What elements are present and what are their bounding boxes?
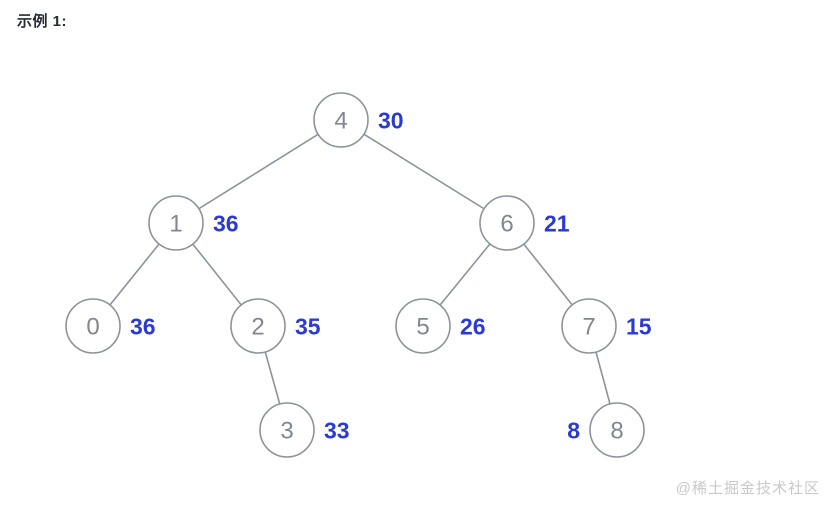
tree-node-8: 88 [567,402,645,458]
node-value: 8 [610,418,623,445]
node-circle [313,92,369,148]
example-title: 示例 1: [17,13,68,30]
node-value: 3 [280,418,293,445]
node-blue-label: 36 [213,210,239,236]
tree-node-0: 0 36 [65,298,156,354]
node-circle [259,402,315,458]
node-value: 5 [416,314,429,341]
watermark: @稀土掘金技术社区 [675,480,820,497]
node-value: 7 [582,314,595,341]
node-blue-label: 8 [567,417,580,443]
node-blue-label: 21 [544,210,570,236]
node-circle [395,298,451,354]
node-blue-label: 36 [130,313,156,339]
tree-node-2: 2 35 [230,298,321,354]
tree-node-1: 1 36 [148,195,239,251]
tree-node-7: 7 15 [561,298,652,354]
tree-node-4: 4 30 [313,92,404,148]
node-blue-label: 33 [324,417,350,443]
node-blue-label: 26 [460,313,486,339]
node-blue-label: 30 [378,107,404,133]
node-blue-label: 35 [295,313,321,339]
node-value: 2 [251,314,264,341]
tree-edge-4-6 [340,119,508,224]
node-value: 1 [169,211,182,238]
node-blue-label: 15 [626,313,652,339]
node-circle [65,298,121,354]
node-circle [589,402,645,458]
node-value: 4 [334,108,347,135]
node-circle [479,195,535,251]
tree-edge-4-1 [175,119,342,224]
tree-node-6: 6 21 [479,195,570,251]
node-circle [561,298,617,354]
node-circle [230,298,286,354]
node-circle [148,195,204,251]
tree-node-5: 5 26 [395,298,486,354]
node-value: 6 [500,211,513,238]
node-value: 0 [86,314,99,341]
